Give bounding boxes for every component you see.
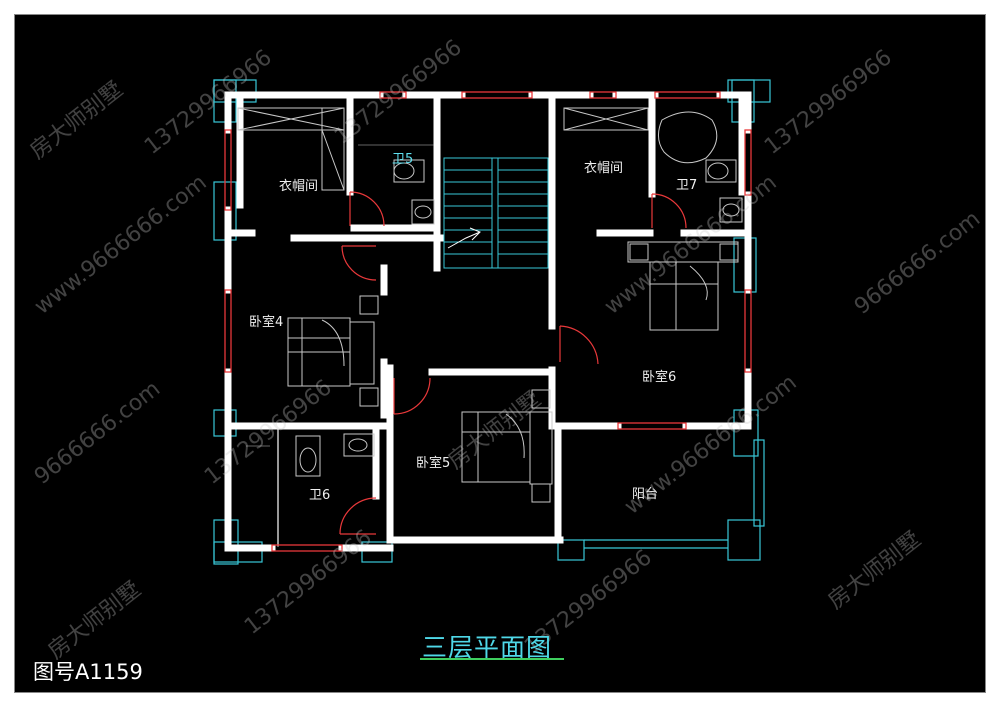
room-label-bedroom5: 卧室5 [416,456,451,471]
room-label-closet-left: 衣帽间 [279,179,319,194]
room-label-balcony: 阳台 [632,487,659,502]
drawing-frame [14,14,986,693]
furniture [237,107,743,503]
doors [339,191,687,535]
room-label-bath7: 卫7 [676,178,698,193]
drawing-title: 三层平面图 [422,633,553,662]
room-label-closet-right: 衣帽间 [584,161,624,176]
drawing-number: 图号A1159 [33,660,143,684]
room-label-bedroom6: 卧室6 [642,370,677,385]
title-underline [420,658,564,660]
stairs [443,157,549,269]
room-label-bath5: 卫5 [392,152,414,167]
columns [213,79,771,565]
room-label-bath6: 卫6 [309,488,331,503]
walls [224,91,752,552]
room-label-bedroom4: 卧室4 [249,315,284,330]
windows [224,91,752,552]
